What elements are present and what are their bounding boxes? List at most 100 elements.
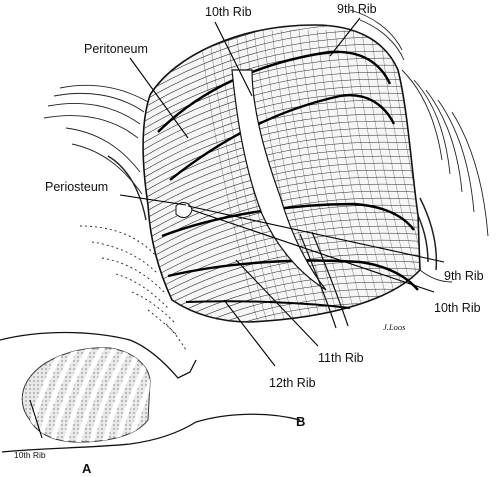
inset-stipple-dot	[25, 356, 27, 358]
inset-stipple-dot	[33, 432, 35, 434]
inset-stipple-dot	[77, 360, 79, 362]
inset-stipple-dot	[97, 372, 99, 374]
inset-stipple-dot	[25, 372, 27, 374]
inset-stipple-dot	[125, 364, 127, 366]
inset-stipple-dot	[69, 404, 71, 406]
inset-stipple-dot	[153, 436, 155, 438]
inset-stipple-dot	[41, 404, 43, 406]
inset-stipple-dot	[61, 388, 63, 390]
inset-stipple-dot	[153, 384, 155, 386]
inset-stipple-dot	[37, 380, 39, 382]
inset-stipple-dot	[105, 416, 107, 418]
inset-stipple-dot	[33, 364, 35, 366]
inset-stipple-dot	[93, 372, 95, 374]
inset-stipple-dot	[33, 404, 35, 406]
inset-stipple-dot	[57, 400, 59, 402]
inset-stipple-dot	[153, 444, 155, 446]
inset-stipple-dot	[65, 408, 67, 410]
surface-hatch-line	[143, 99, 420, 173]
inset-stipple-dot	[45, 344, 47, 346]
inset-stipple-dot	[77, 344, 79, 346]
inset-stipple-dot	[61, 396, 63, 398]
inset-stipple-dot	[81, 416, 83, 418]
inset-stipple-dot	[109, 364, 111, 366]
inset-stipple-dot	[105, 380, 107, 382]
inset-stipple-dot	[73, 440, 75, 442]
label-10th-rib-right: 10th Rib	[434, 301, 481, 315]
inset-stipple-dot	[145, 360, 147, 362]
inset-stipple-dot	[41, 368, 43, 370]
inset-stipple-dot	[25, 444, 27, 446]
inset-stipple-dot	[33, 380, 35, 382]
inset-stipple-dot	[61, 444, 63, 446]
inset-stipple-dot	[93, 380, 95, 382]
inset-stipple-dot	[121, 404, 123, 406]
inset-stipple-dot	[137, 360, 139, 362]
inset-stipple-dot	[49, 384, 51, 386]
surface-hatch-line	[143, 25, 420, 26]
inset-stipple-dot	[33, 392, 35, 394]
inset-stipple-dot	[125, 392, 127, 394]
inset-stipple-dot	[33, 352, 35, 354]
inset-stipple-dot	[153, 388, 155, 390]
inset-stipple-dot	[133, 408, 135, 410]
inset-stipple-dot	[89, 392, 91, 394]
inset-stipple-dot	[57, 376, 59, 378]
inset-stipple-dot	[25, 348, 27, 350]
inset-stipple-dot	[45, 396, 47, 398]
inset-stipple-dot	[117, 384, 119, 386]
inset-stipple-dot	[45, 372, 47, 374]
inset-stipple-dot	[85, 444, 87, 446]
inset-stipple-dot	[97, 444, 99, 446]
inset-stipple-dot	[105, 408, 107, 410]
inset-stipple-dot	[29, 432, 31, 434]
inset-stipple-dot	[25, 384, 27, 386]
inset-stipple-dot	[133, 368, 135, 370]
inset-stipple-dot	[61, 356, 63, 358]
inset-stipple-dot	[149, 432, 150, 434]
inset-stipple-dot	[22, 368, 23, 370]
inset-stipple-dot	[101, 344, 103, 346]
inset-stipple-dot	[81, 440, 83, 442]
inset-stipple-dot	[37, 388, 39, 390]
inset-stipple-dot	[29, 364, 31, 366]
inset-stipple-dot	[65, 348, 67, 350]
inset-stipple-dot	[81, 352, 83, 354]
inset-stipple-dot	[141, 352, 143, 354]
inset-stipple-dot	[89, 344, 91, 346]
inset-stipple-dot	[129, 360, 131, 362]
inset-stipple-dot	[113, 344, 115, 346]
surface-hatch-line	[143, 50, 420, 124]
inset-stipple-dot	[22, 432, 23, 434]
inset-stipple-dot	[125, 440, 127, 442]
inset-stipple-dot	[61, 428, 63, 430]
inset-stipple-dot	[77, 428, 79, 430]
inset-stipple-dot	[113, 396, 115, 398]
inset-stipple-dot	[29, 352, 31, 354]
inset-stipple-dot	[85, 360, 87, 362]
inset-stipple-dot	[141, 384, 143, 386]
inset-stipple-dot	[121, 344, 123, 346]
inset-stipple-dot	[61, 348, 63, 350]
inset-stipple-dot	[93, 444, 95, 446]
inset-stipple-dot	[73, 396, 75, 398]
inset-stipple-dot	[73, 368, 75, 370]
inset-stipple-dot	[153, 380, 155, 382]
inset-stipple-dot	[89, 416, 91, 418]
inset-stipple-dot	[33, 360, 35, 362]
inset-stipple-dot	[81, 408, 83, 410]
inset-stipple-dot	[121, 376, 123, 378]
surface-crosshatch-line	[334, 29, 396, 322]
inset-stipple-dot	[29, 412, 31, 414]
inset-stipple-dot	[81, 344, 83, 346]
artist-signature: J.Loos	[383, 322, 406, 332]
inset-stipple-dot	[133, 376, 135, 378]
inset-stipple-dot	[97, 400, 99, 402]
inset-stipple-dot	[149, 424, 150, 426]
inset-stipple-dot	[45, 348, 47, 350]
inset-stipple-dot	[137, 348, 139, 350]
inset-stipple-dot	[117, 420, 119, 422]
inset-stipple-dot	[77, 420, 79, 422]
inset-stipple-dot	[69, 372, 71, 374]
inset-stipple-dot	[45, 408, 47, 410]
